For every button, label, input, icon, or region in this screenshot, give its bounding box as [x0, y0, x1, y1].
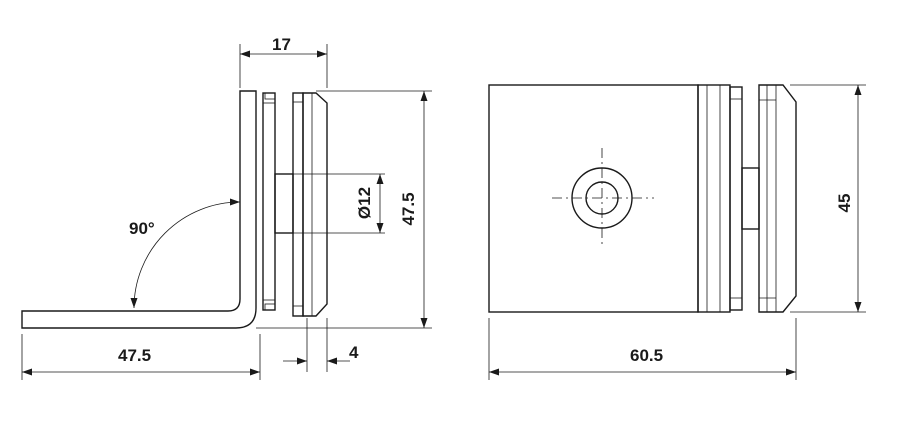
height-label: 47.5 [399, 192, 418, 225]
front-width-label: 60.5 [630, 346, 663, 365]
clamp-plate [302, 92, 328, 317]
front-body [488, 84, 699, 313]
dimension-height: 47.5 [256, 90, 432, 329]
front-plate-band-2 [729, 86, 743, 311]
top-width-label: 17 [272, 35, 291, 54]
front-hole [552, 148, 654, 248]
front-height-label: 45 [835, 194, 854, 213]
dimension-top-width: 17 [239, 35, 328, 88]
dimension-front-width: 60.5 [488, 318, 797, 380]
gap-label: 4 [349, 343, 359, 362]
gasket-plate-outer [292, 92, 304, 317]
side-view: 90° 17 Ø12 47.5 47.5 [21, 35, 432, 380]
front-bolt [741, 167, 760, 230]
hole-diameter-label: Ø12 [355, 187, 374, 219]
angle-arc [130, 198, 241, 309]
front-view: 45 60.5 [488, 84, 866, 380]
front-plate-band-1 [697, 84, 731, 313]
front-clamp-plate [758, 84, 797, 313]
clamp-bolt [274, 173, 294, 234]
dimension-front-height: 45 [790, 84, 866, 313]
base-length-label: 47.5 [118, 346, 151, 365]
gasket-plate-inner [262, 92, 276, 311]
dimension-gap: 4 [283, 318, 359, 372]
dimension-hole-diameter: Ø12 [355, 174, 384, 233]
angle-label: 90° [129, 219, 155, 238]
dimension-base-length: 47.5 [21, 334, 261, 380]
l-bracket-outline [21, 90, 257, 329]
